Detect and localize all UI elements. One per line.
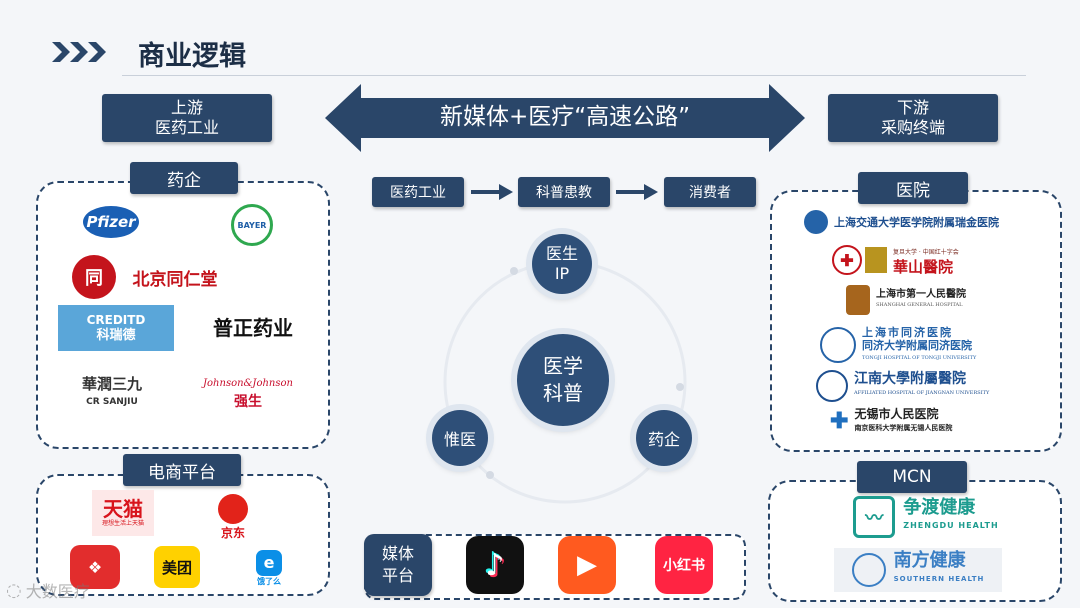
upstream-box: 上游 医药工业	[102, 94, 272, 142]
media-label-line2: 平台	[381, 566, 414, 585]
meituan-logo: 美团	[154, 546, 200, 588]
tmall-name: 天猫	[103, 497, 143, 521]
kuaishou-app-icon: ▶	[558, 536, 616, 594]
tongrentang-seal-icon: 同	[72, 255, 116, 299]
jnj-en: Johnson&Johnson	[203, 378, 293, 389]
jiangnan-en: AFFILIATED HOSPITAL OF JIANGNAN UNIVERSI…	[854, 390, 990, 396]
tongji-name: 上海市同济医院	[862, 325, 953, 339]
red-cross-icon: ✚	[832, 245, 862, 275]
downstream-line1: 下游	[896, 98, 929, 117]
watermark-text: 大数医疗	[25, 582, 90, 601]
upstream-line1: 上游	[170, 98, 203, 117]
cycle-doctor-line2: IP	[554, 264, 570, 283]
first-peoples-name: 上海市第一人民醫院	[876, 289, 966, 300]
tongji-affil: 同济大学附属同济医院	[862, 338, 972, 352]
zhengdu-en: ZHENGDU HEALTH	[903, 521, 999, 530]
jnj-logo: Johnson&Johnson 强生	[198, 372, 298, 414]
header-divider	[122, 75, 1026, 76]
creditd-logo: CREDITD 科瑞德	[58, 305, 174, 351]
tongji-emblem-icon	[820, 327, 856, 363]
flow-step-science-education: 科普患教	[518, 177, 610, 207]
creditd-en: CREDITD	[86, 313, 146, 327]
header-chevrons-icon	[52, 40, 108, 64]
watermark: ◌ 大数医疗	[6, 578, 90, 602]
sanjiu-en: CR SANJIU	[86, 397, 138, 407]
cycle-doctor-line1: 医生	[545, 244, 578, 263]
southern-health-logo: 南方健康 SOUTHERN HEALTH	[834, 548, 1002, 592]
huashan-subtitle: 复旦大学 · 中国红十字会	[893, 249, 959, 256]
eleme-logo: e 饿了么	[246, 547, 292, 589]
jiangnan-hospital-logo: 江南大學附屬醫院 AFFILIATED HOSPITAL OF JIANGNAN…	[816, 370, 996, 402]
creditd-cn: 科瑞德	[96, 328, 136, 343]
southern-health-name: 南方健康	[893, 550, 966, 571]
media-label: 媒体 平台	[364, 534, 432, 596]
ruijin-emblem-icon	[804, 210, 828, 234]
southern-health-icon	[851, 553, 886, 587]
huashan-emblem-icon	[865, 247, 887, 273]
bayer-logo: BAYER	[231, 204, 273, 246]
cycle-doctor-ip-node: 医生 IP	[532, 234, 592, 294]
hospitals-label: 医院	[858, 172, 968, 204]
wuxi-cross-icon: ✚	[830, 408, 849, 434]
wuxi-hospital-logo: ✚ 无锡市人民医院 南京医科大学附属无锡人民医院	[830, 404, 1000, 438]
wuxi-name: 无锡市人民医院	[854, 407, 939, 421]
jd-name: 京东	[220, 525, 245, 540]
wuxi-affil: 南京医科大学附属无锡人民医院	[854, 423, 953, 432]
flow-arrow-icon	[616, 183, 658, 201]
upstream-line2: 医药工业	[154, 118, 219, 137]
sanjiu-cn: 華潤三九	[81, 375, 142, 393]
flow-step-consumer: 消费者	[664, 177, 756, 207]
jiangnan-emblem-icon	[816, 370, 848, 402]
jd-logo: 京东	[204, 488, 262, 546]
huashan-hospital-logo: ✚ 复旦大学 · 中国红十字会 華山醫院	[832, 244, 982, 276]
downstream-line2: 采购终端	[880, 118, 945, 137]
media-label-line1: 媒体	[381, 544, 414, 563]
watermark-logo-icon: ◌	[6, 579, 22, 601]
eleme-icon: e	[256, 549, 282, 576]
southern-health-en: SOUTHERN HEALTH	[893, 575, 985, 583]
jiangnan-name: 江南大學附屬醫院	[854, 371, 966, 387]
douyin-app-icon: ♪	[466, 536, 524, 594]
ruijin-hospital-logo: 上海交通大学医学院附属瑞金医院	[804, 208, 1034, 236]
jd-dog-icon	[218, 493, 248, 524]
cycle-center-text: 医学科普	[543, 354, 583, 405]
ruijin-name: 上海交通大学医学院附属瑞金医院	[834, 216, 999, 229]
puzheng-logo: 普正药业	[213, 315, 293, 340]
cycle-pharma-node: 药企	[636, 410, 692, 466]
double-arrow-shape	[325, 84, 805, 152]
cycle-center-node: 医学科普	[517, 334, 609, 426]
flow-arrow-icon	[471, 183, 513, 201]
page-title: 商业逻辑	[138, 41, 246, 72]
tmall-logo: 天猫 理想生活上天猫	[92, 490, 154, 536]
mcn-label: MCN	[857, 461, 967, 493]
first-peoples-hospital-logo: 上海市第一人民醫院 SHANGHAI GENERAL HOSPITAL	[846, 282, 976, 318]
sanjiu-logo: 華潤三九 CR SANJIU	[62, 372, 162, 414]
first-peoples-emblem-icon	[846, 285, 870, 315]
xiaohongshu-app-icon: 小红书	[655, 536, 713, 594]
tmall-slogan: 理想生活上天猫	[101, 520, 144, 527]
cycle-hospital-node: 惟医	[432, 410, 488, 466]
eleme-name: 饿了么	[257, 576, 281, 586]
flow-step-pharma-industry: 医药工业	[372, 177, 464, 207]
downstream-box: 下游 采购终端	[828, 94, 998, 142]
tongji-en: TONGJI HOSPITAL OF TONGJI UNIVERSITY	[862, 354, 977, 361]
tongrentang-name: 北京同仁堂	[132, 269, 218, 290]
huashan-name: 華山醫院	[893, 258, 954, 276]
ecommerce-label: 电商平台	[123, 454, 241, 486]
zhengdu-icon: 〰	[853, 496, 896, 538]
zhengdu-logo: 〰 争渡健康 ZHENGDU HEALTH	[846, 496, 1006, 538]
pfizer-logo: Pfizer	[83, 206, 139, 238]
arrow-text: 新媒体+医疗“高速公路”	[439, 104, 691, 130]
pharma-label: 药企	[130, 162, 238, 194]
tongji-hospital-logo: 上海市同济医院 同济大学附属同济医院 TONGJI HOSPITAL OF TO…	[820, 326, 1000, 364]
zhengdu-name: 争渡健康	[903, 497, 976, 518]
pinduoduo-logo: ❖	[70, 545, 120, 589]
jnj-cn: 强生	[234, 394, 262, 410]
first-peoples-en: SHANGHAI GENERAL HOSPITAL	[876, 302, 963, 308]
